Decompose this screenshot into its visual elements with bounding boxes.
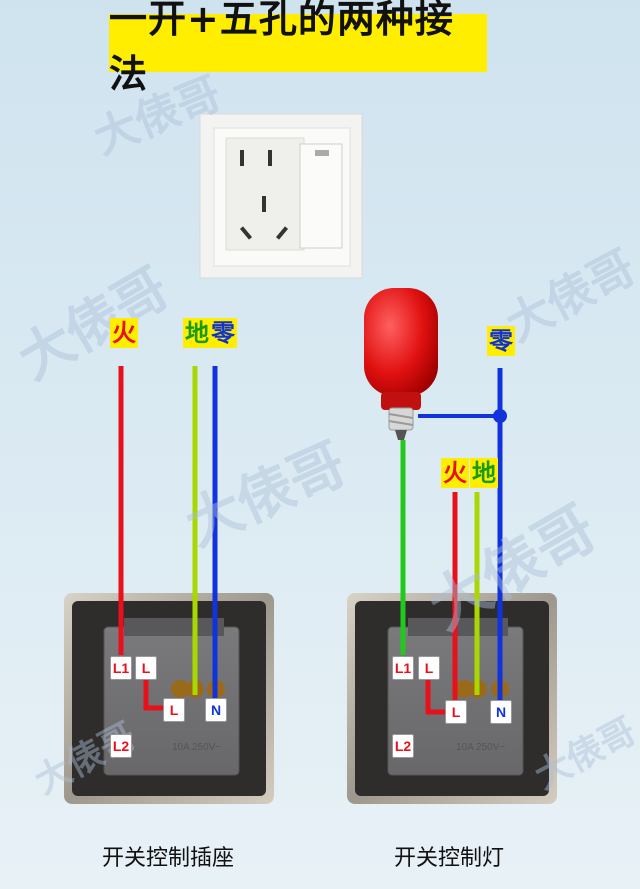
- left-rating-text: 10A 250V~: [172, 742, 222, 753]
- left-terminal-l1: L1: [110, 656, 132, 680]
- right-terminal-n: N: [490, 700, 512, 724]
- right-jumper-wire: [425, 670, 452, 715]
- right-wiring: [400, 368, 507, 715]
- right-terminal-l1: L1: [392, 656, 414, 680]
- right-rating-text: 10A 250V~: [456, 742, 506, 753]
- right-live-label: 火: [441, 458, 469, 488]
- left-wiring: [118, 366, 218, 711]
- left-terminal-l-socket: L: [163, 698, 185, 722]
- right-terminal-l2: L2: [392, 734, 414, 758]
- left-terminal-n: N: [205, 698, 227, 722]
- left-live-label: 火: [110, 318, 138, 348]
- left-neutral-label: 零: [209, 318, 237, 348]
- right-terminal-l-socket: L: [445, 700, 467, 724]
- left-caption: 开关控制插座: [102, 846, 235, 871]
- left-terminal-l: L: [135, 656, 157, 680]
- page-title: 一开+五孔的两种接法: [109, 0, 454, 96]
- switch-socket-photo: [199, 113, 363, 279]
- right-caption: 开关控制灯: [394, 846, 505, 871]
- left-terminal-l2: L2: [110, 734, 132, 758]
- title-banner: 一开+五孔的两种接法: [109, 0, 487, 96]
- right-ground-label: 地: [470, 458, 498, 488]
- junction-dot: [493, 409, 507, 423]
- left-jumper-wire: [143, 670, 170, 711]
- right-neutral-label: 零: [487, 326, 515, 356]
- left-ground-label: 地: [183, 318, 211, 348]
- lamp-bulb: [364, 288, 438, 440]
- right-terminal-l: L: [418, 656, 440, 680]
